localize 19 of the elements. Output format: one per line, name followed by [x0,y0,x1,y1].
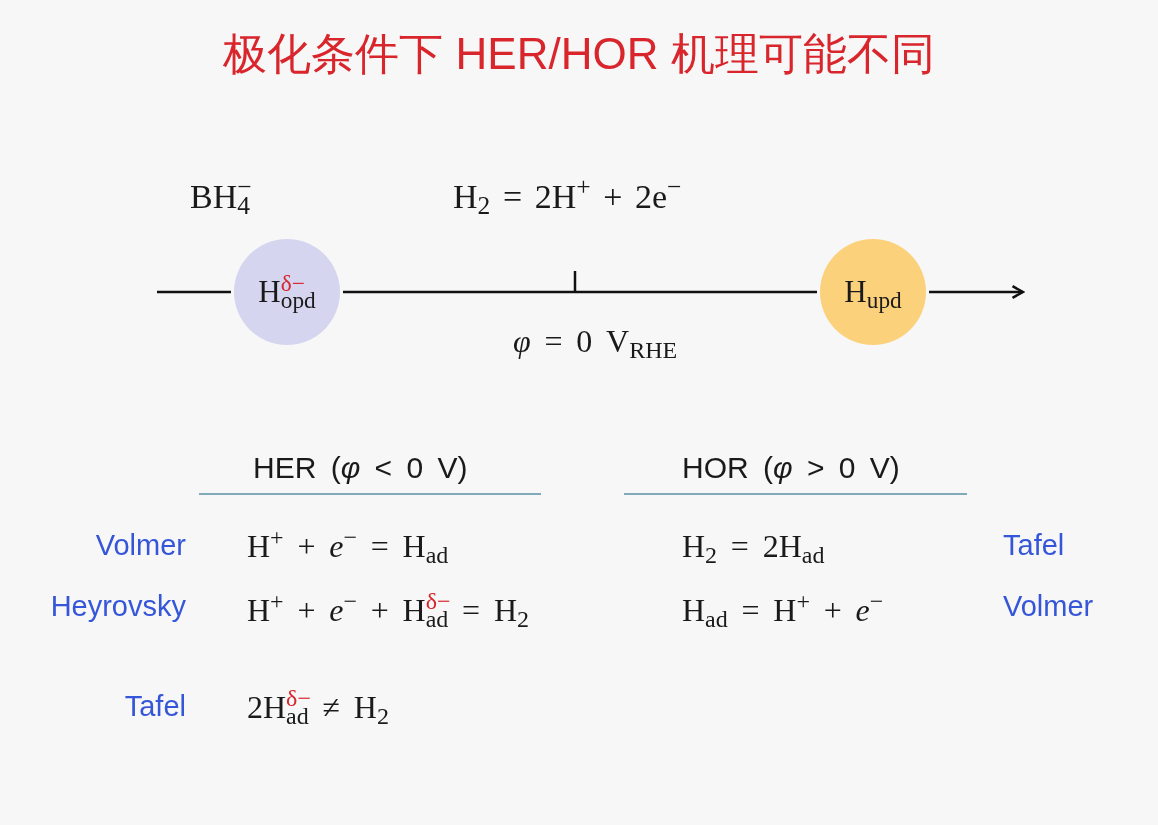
equation: H$_{2}$ = 2H$_{ad}$ [682,527,825,569]
title: 极化条件下 HER/HOR 机理可能不同 [223,28,935,80]
equation: H$^{+}$ + e$^{−}$ = H$_{ad}$ [247,524,449,569]
connector-line [157,290,231,294]
mechanism-name: Volmer [95,528,186,563]
column-heading: HOR (φ > 0 V) [682,450,900,486]
mechanism-name: Volmer [1003,589,1094,624]
mechanism-name: Heyrovsky [50,589,186,624]
equation: H$_{ad}$ = H$^{+}$ + e$^{−}$ [682,588,884,633]
potential-label: φ = 0 V$_{RHE}$ [513,322,678,364]
arrow [929,284,1025,300]
connector-line [343,290,817,294]
species-symbol: H$_{upd}$ [844,273,902,315]
mechanism-name: Tafel [1003,528,1065,563]
equation: H$^{+}$ + e$^{−}$ + H$^{δ−}$$_{ad}$ = H$_{2}$ [247,588,529,633]
column-heading: HER (φ < 0 V) [253,450,468,486]
equation: H$_{2}$ = 2H$^{+}$ + 2e$^{−}$ [453,173,682,221]
mechanism-name: Tafel [124,689,186,724]
equation: 2H$^{δ−}$$_{ad}$ ≠ H$_{2}$ [247,685,389,730]
